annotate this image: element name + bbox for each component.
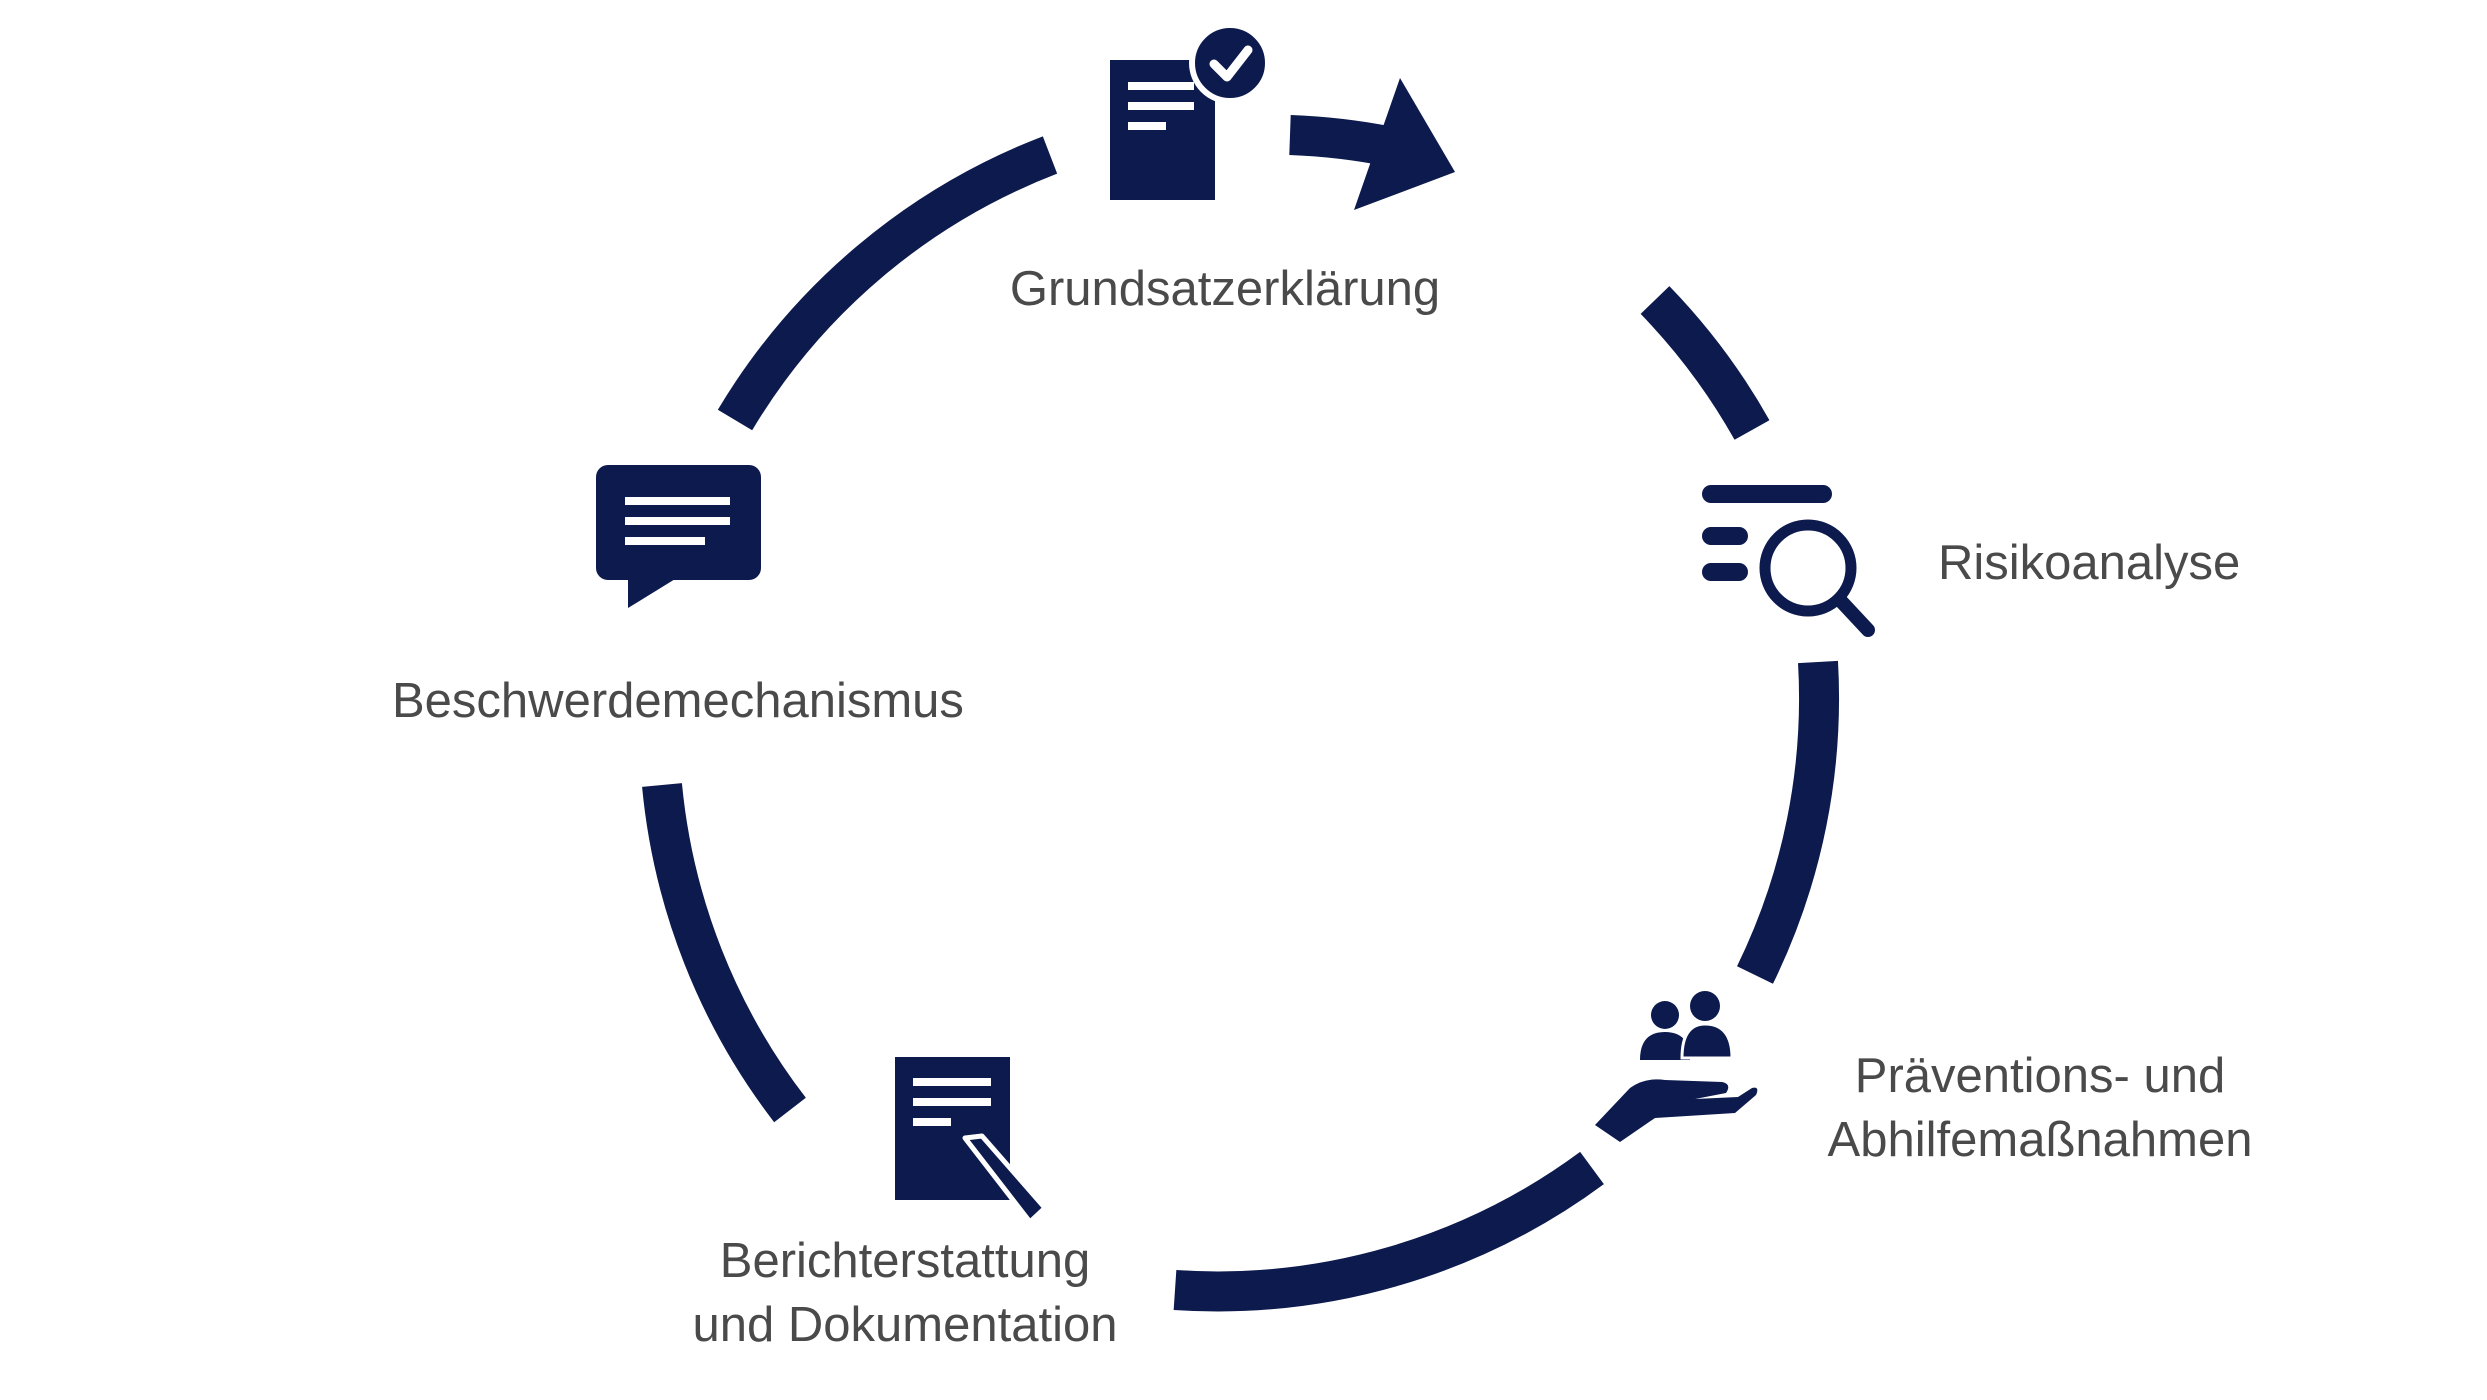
step-label-grundsatzerklaerung: Grundsatzerklärung (1009, 262, 1441, 316)
step-label-praevention-line2: Abhilfemaßnahmen (1827, 1112, 2253, 1167)
hand-with-people-icon (1595, 991, 1758, 1142)
document-check-icon (1110, 22, 1271, 200)
step-label-beschwerdemechanismus: Beschwerdemechanismus (392, 674, 964, 728)
list-search-icon (1702, 485, 1875, 637)
step-label-berichterstattung: Berichterstattung und Dokumentation (660, 1230, 1150, 1357)
cycle-arc-right-upper (1640, 286, 1770, 440)
step-label-berichterstattung-line2: und Dokumentation (692, 1297, 1118, 1352)
step-label-praevention-line1: Präventions- und (1854, 1049, 2226, 1103)
cycle-arrowhead (1354, 78, 1455, 210)
step-label-berichterstattung-line1: Berichterstattung (719, 1234, 1091, 1288)
cycle-arc-bottom-right (1173, 1151, 1604, 1312)
speech-bubble-icon (596, 465, 761, 608)
cycle-arc-left (642, 783, 806, 1123)
document-pen-icon (895, 1057, 1048, 1225)
step-label-risikoanalyse: Risikoanalyse (1938, 536, 2241, 590)
cycle-arc-top-left (717, 136, 1058, 431)
step-label-praevention-abhilfe: Präventions- und Abhilfemaßnahmen (1810, 1045, 2270, 1172)
cycle-arc-right (1737, 660, 1840, 984)
